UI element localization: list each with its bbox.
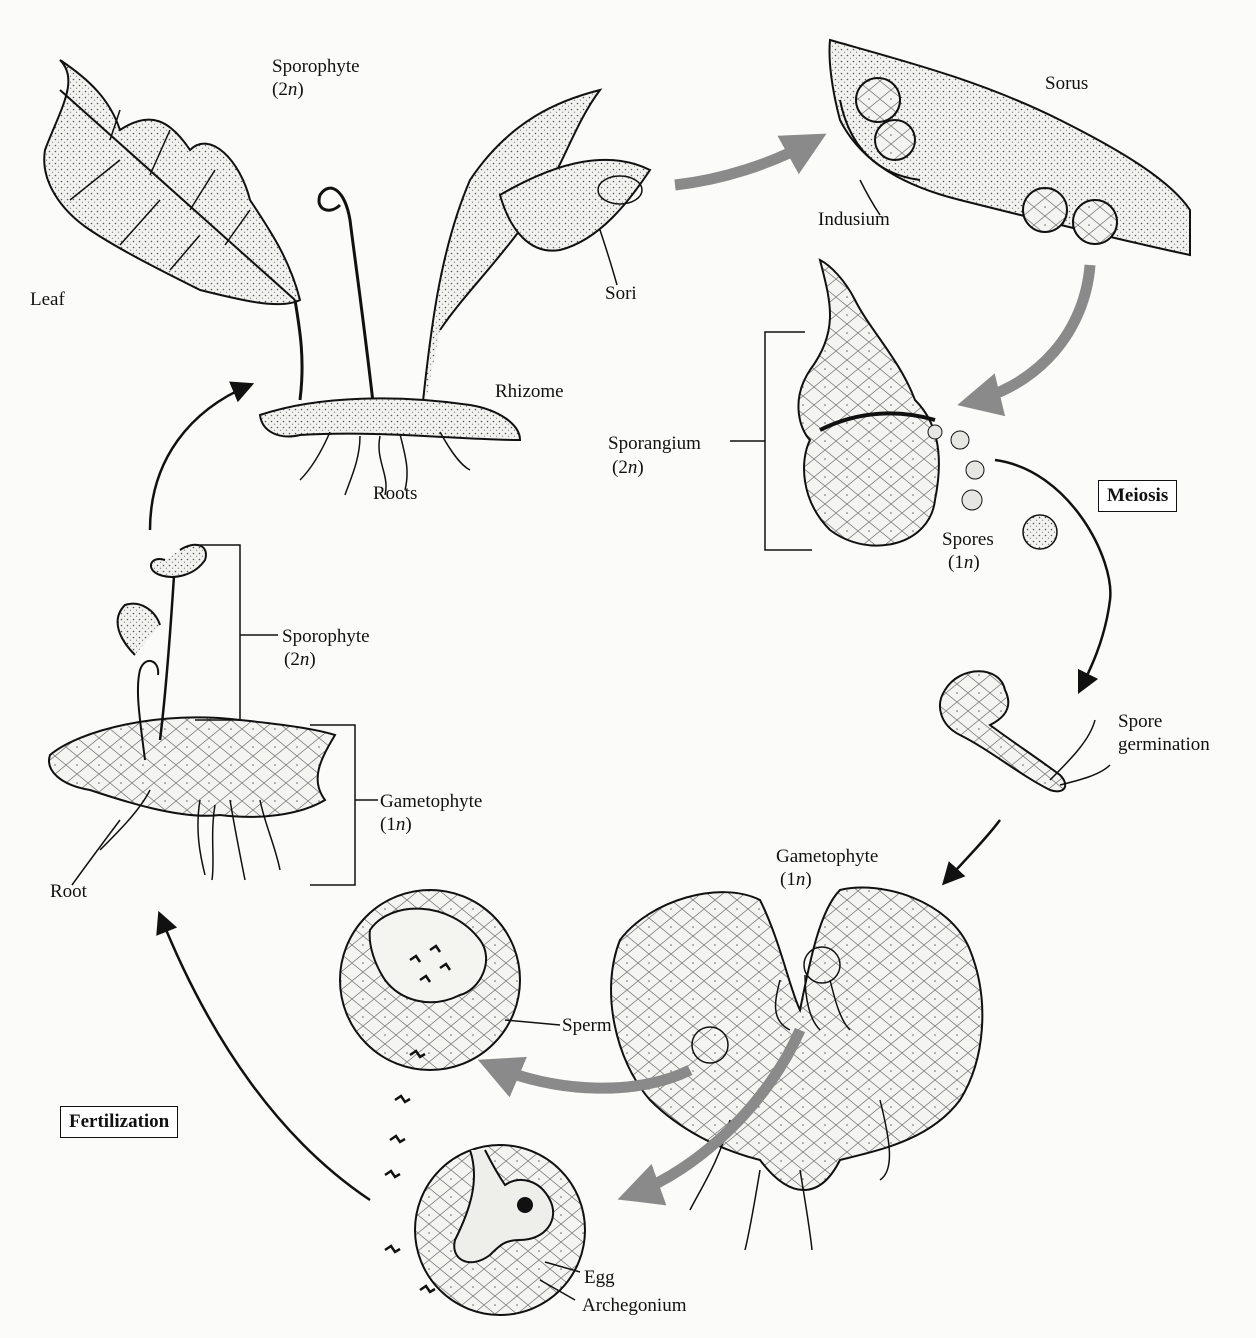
- egg-label: Egg: [584, 1266, 615, 1289]
- gametophyte-drawing: [611, 888, 982, 1251]
- sorus-label: Sorus: [1045, 72, 1088, 95]
- gametophyte-left-ploidy-label: (1n): [380, 813, 412, 836]
- roots-label: Roots: [373, 482, 417, 505]
- meiosis-label: Meiosis: [1098, 480, 1177, 512]
- gametophyte-left-label: Gametophyte: [380, 790, 482, 813]
- spore-germination-drawing: [940, 671, 1110, 791]
- archegonium-label: Archegonium: [582, 1294, 686, 1317]
- spores-label: Spores: [942, 528, 994, 551]
- leaf-label: Leaf: [30, 288, 65, 311]
- antheridium-detail-drawing: [340, 890, 560, 1070]
- sporangium-label: Sporangium: [608, 432, 701, 455]
- fertilization-label: Fertilization: [60, 1106, 178, 1138]
- sporophyte-label: Sporophyte: [272, 55, 360, 78]
- root-label: Root: [50, 880, 87, 903]
- sporophyte-plant-drawing: [44, 60, 650, 495]
- archegonium-detail-drawing: [415, 1145, 585, 1315]
- gametophyte-right-label: Gametophyte: [776, 845, 878, 868]
- indusium-label: Indusium: [818, 208, 890, 231]
- sporophyte-left-label: Sporophyte: [282, 625, 370, 648]
- sporophyte-ploidy-label: (2n): [272, 78, 304, 101]
- spores-ploidy-label: (1n): [948, 551, 980, 574]
- young-sporophyte-drawing: [49, 545, 378, 885]
- spore-germination-label-line2: germination: [1118, 733, 1210, 756]
- sporangium-drawing: [730, 260, 1057, 550]
- sperm-label: Sperm: [562, 1014, 612, 1037]
- spore-germination-label-line1: Spore: [1118, 710, 1162, 733]
- sporophyte-left-ploidy-label: (2n): [284, 648, 316, 671]
- sori-label: Sori: [605, 282, 637, 305]
- rhizome-label: Rhizome: [495, 380, 564, 403]
- sporangium-ploidy-label: (2n): [612, 456, 644, 479]
- gametophyte-right-ploidy-label: (1n): [780, 868, 812, 891]
